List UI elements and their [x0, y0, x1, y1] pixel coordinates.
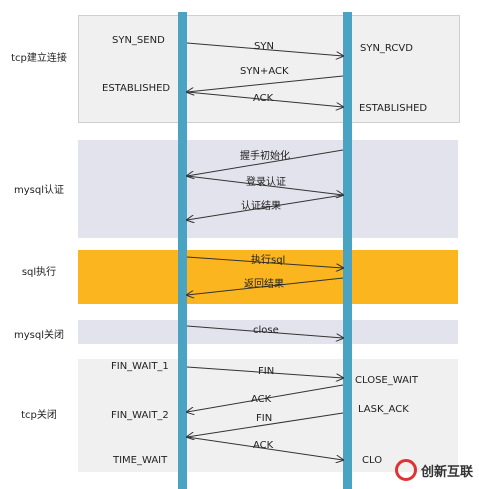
client-state-established: ESTABLISHED	[102, 83, 171, 94]
server-state-established: ESTABLISHED	[359, 103, 428, 114]
msg-label-ack-2: ACK	[251, 394, 272, 405]
section-band-tcp-close	[78, 359, 458, 472]
section-band-mysql-auth	[78, 140, 458, 238]
server-lifeline	[343, 12, 352, 489]
server-state-lask-ack: LASK_ACK	[358, 404, 409, 415]
msg-label-handshake-init: 握手初始化	[240, 151, 290, 162]
msg-label-syn-ack: SYN+ACK	[240, 66, 289, 77]
client-state-fin-wait-1: FIN_WAIT_1	[111, 361, 169, 372]
client-state-time-wait: TIME_WAIT	[113, 455, 168, 466]
msg-label-auth-result: 认证结果	[241, 201, 281, 212]
client-state-syn-send: SYN_SEND	[112, 35, 165, 46]
arrow-handshake-init	[187, 149, 344, 176]
section-label-tcp-close: tcp关闭	[21, 410, 57, 421]
msg-label-login-auth: 登录认证	[246, 177, 286, 188]
section-label-tcp-connect: tcp建立连接	[11, 53, 67, 64]
server-state-close-wait: CLOSE_WAIT	[355, 375, 418, 386]
arrow-fin-2	[187, 412, 344, 437]
section-band-tcp-connect	[78, 15, 460, 123]
client-state-fin-wait-2: FIN_WAIT_2	[111, 410, 169, 421]
section-band-sql-exec	[78, 250, 458, 304]
msg-label-fin-2: FIN	[256, 413, 273, 424]
arrow-syn	[186, 42, 343, 56]
arrow-exec-sql	[186, 256, 343, 268]
section-label-sql-exec: sql执行	[21, 267, 57, 278]
watermark-text: 创新互联	[420, 464, 473, 480]
arrow-close	[186, 325, 343, 338]
section-label-mysql-close: mysql关闭	[14, 330, 64, 341]
server-state-closed: CLO	[362, 455, 383, 466]
msg-label-ack-1: ACK	[253, 93, 274, 104]
arrow-login-auth	[186, 175, 343, 195]
msg-label-syn: SYN	[254, 41, 274, 52]
msg-label-ack-3: ACK	[253, 440, 274, 451]
arrow-return-result	[187, 277, 344, 295]
arrow-fin-1	[186, 366, 343, 378]
client-lifeline	[178, 12, 187, 489]
msg-label-exec-sql: 执行sql	[251, 255, 286, 266]
arrow-syn-ack	[187, 75, 344, 92]
watermark-logo-icon	[394, 459, 417, 481]
server-state-syn-rcvd: SYN_RCVD	[360, 43, 413, 54]
arrow-auth-result	[187, 194, 344, 220]
msg-label-return-result: 返回结果	[244, 279, 284, 290]
msg-label-close: close	[253, 325, 279, 336]
arrow-ack-3	[186, 436, 343, 460]
watermark: 创新互联	[394, 459, 473, 481]
arrow-ack-1	[186, 91, 343, 107]
arrow-ack-2	[187, 384, 344, 412]
section-label-mysql-auth: mysql认证	[14, 185, 64, 196]
msg-label-fin-1: FIN	[258, 366, 275, 377]
